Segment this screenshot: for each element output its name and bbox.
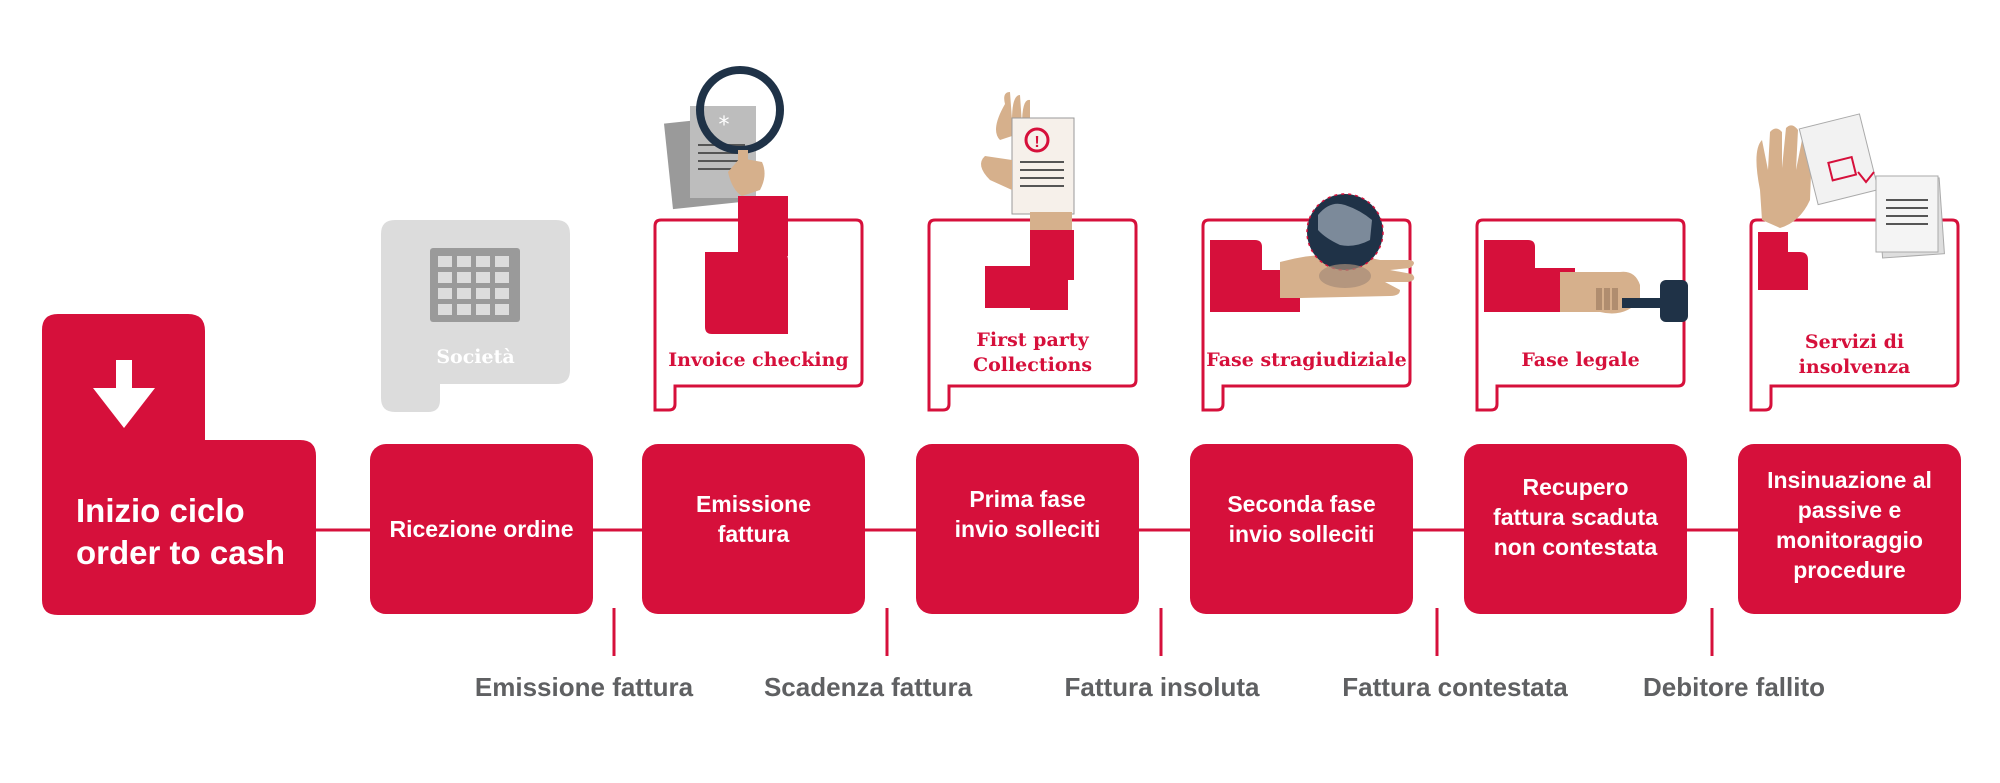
step-box	[1738, 444, 1961, 614]
service-label-legale: Fase legale	[1521, 349, 1640, 371]
event-label-scadenza: Scadenza fattura	[763, 672, 973, 702]
event-label-insoluta: Fattura insoluta	[1064, 672, 1260, 702]
service-outline	[927, 218, 1138, 412]
service-outline	[1749, 218, 1960, 412]
service-label-first-party: First party Collections	[972, 329, 1093, 376]
step-label-emissione: Emissione fattura	[695, 491, 812, 547]
step-label-seconda-fase: Seconda fase invio solleciti	[1227, 491, 1376, 547]
arrow-down-icon	[93, 360, 155, 428]
step-box	[642, 444, 865, 614]
step-label-insinuazione: Insinuazione al passive e monitoraggio p…	[1767, 467, 1932, 583]
svg-text:!: !	[1034, 134, 1039, 151]
step-box	[1190, 444, 1413, 614]
step-label-ricezione: Ricezione ordine	[389, 516, 574, 542]
step-label-recupero: Recupero fattura scaduta non contestata	[1493, 474, 1658, 560]
step-box	[1464, 444, 1687, 614]
svg-text:*: *	[719, 113, 730, 138]
service-outline	[1201, 218, 1412, 412]
gavel-icon	[1484, 240, 1688, 322]
service-outline	[1475, 218, 1686, 412]
start-label: Inizio ciclo order to cash	[76, 492, 286, 571]
service-outline	[653, 218, 864, 412]
building-icon	[430, 248, 520, 322]
event-label-fallito: Debitore fallito	[1642, 672, 1826, 702]
service-label-insolvenza: Servizi di insolvenza	[1798, 331, 1911, 378]
service-label-invoice-checking: Invoice checking	[668, 349, 849, 371]
step-box	[916, 444, 1139, 614]
company-box	[381, 220, 570, 412]
service-label-stragiudiziale: Fase stragiudiziale	[1206, 349, 1407, 371]
reminder-letter-icon: !	[981, 92, 1075, 310]
documents-icon	[1756, 113, 1945, 290]
company-label: Società	[436, 346, 515, 368]
globe-icon	[1210, 193, 1415, 312]
magnifier-icon: *	[663, 66, 788, 334]
step-label-prima-fase: Prima fase invio solleciti	[954, 486, 1101, 542]
event-label-contestata: Fattura contestata	[1342, 672, 1568, 702]
step-box	[370, 444, 593, 614]
event-label-emissione: Emissione fattura	[474, 672, 694, 702]
